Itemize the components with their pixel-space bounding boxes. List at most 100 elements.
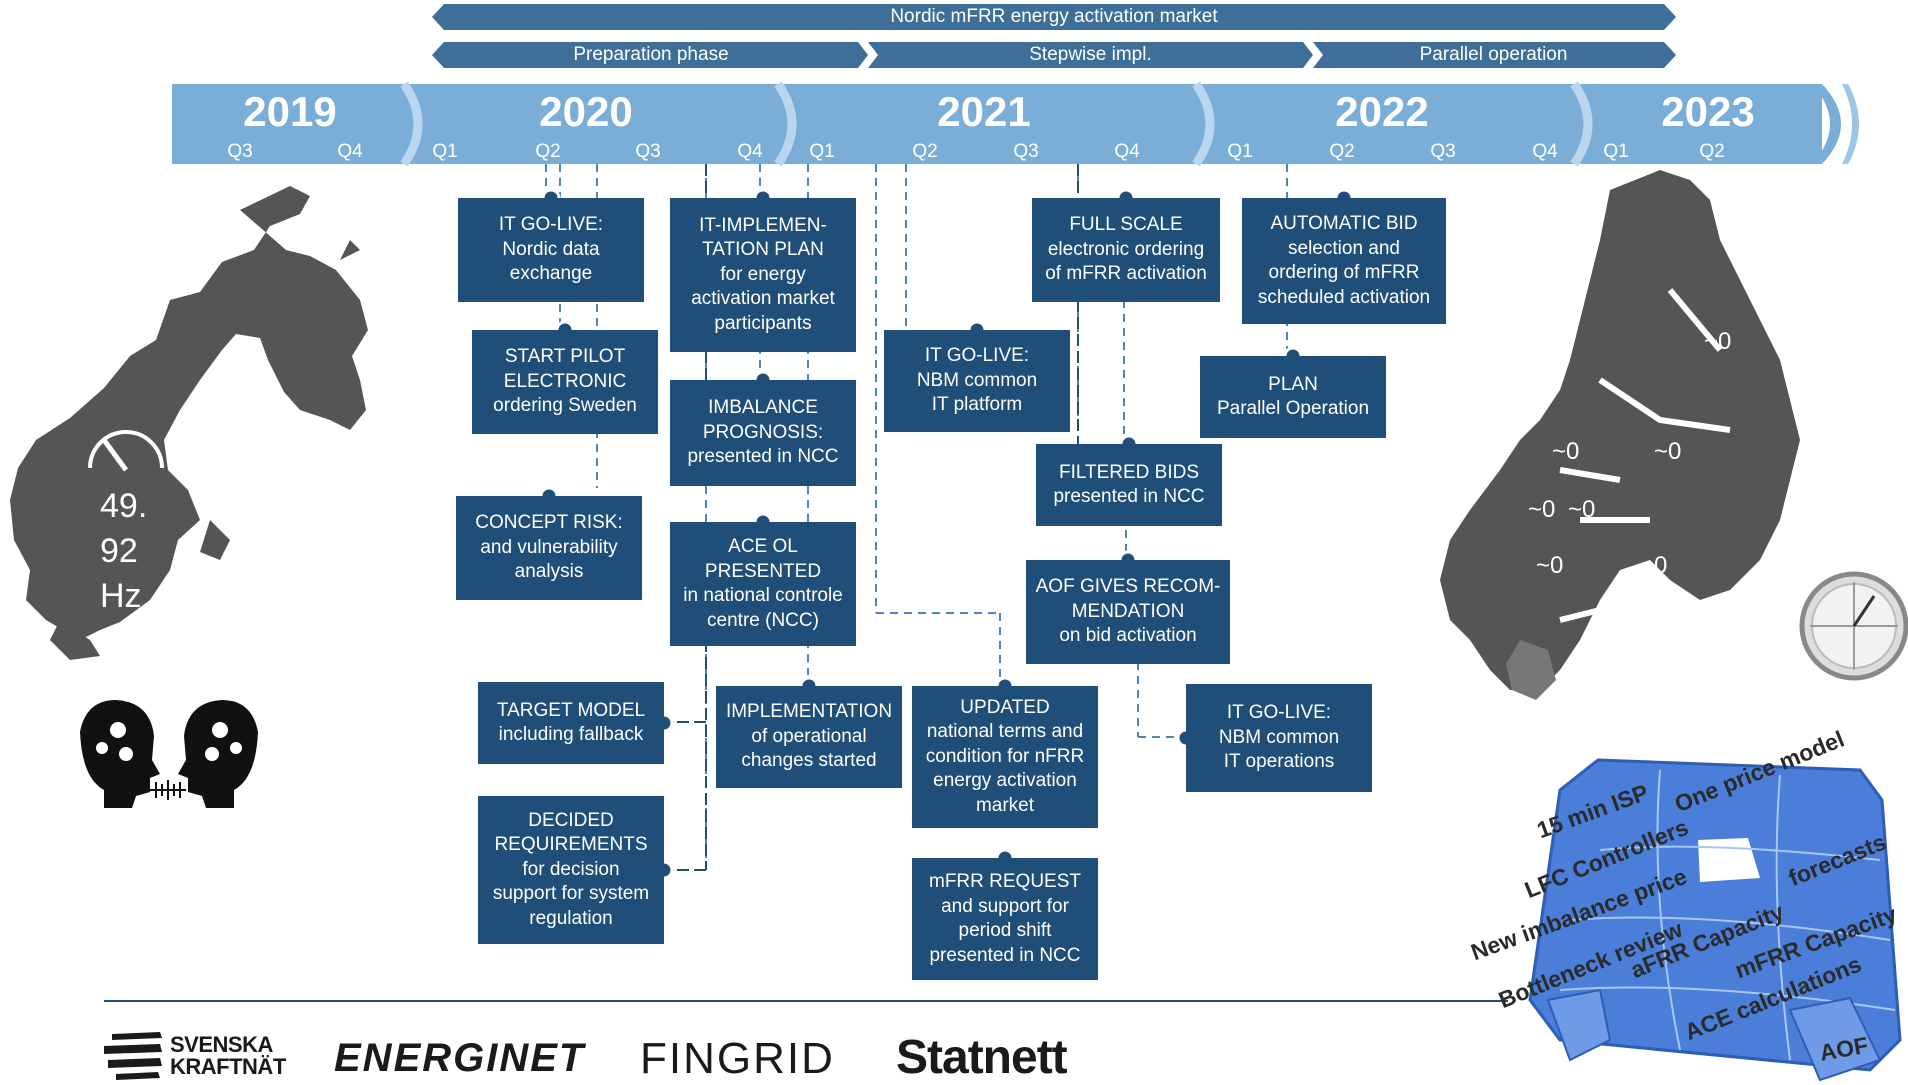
quarter-label: Q4	[737, 141, 763, 162]
phase-parallel	[1313, 42, 1676, 68]
puzzle-graphic	[1528, 758, 1902, 1082]
milestone-text-line: IT-IMPLEMEN-	[699, 214, 827, 236]
quarter-label: Q4	[337, 141, 363, 162]
milestone-text-line: IT GO-LIVE:	[498, 214, 604, 236]
milestone-text-line: ACE OL	[728, 536, 798, 557]
milestone-text-line: IT platform	[931, 394, 1023, 416]
milestone-text-line: ordering Sweden	[493, 395, 637, 417]
milestone-text-line: NBM common	[916, 369, 1038, 391]
zone-value-label: ~0	[1552, 438, 1580, 465]
milestone-text-line: electronic ordering	[1047, 238, 1205, 260]
frequency-line-1: 49.	[100, 487, 148, 525]
quarter-label: Q2	[535, 141, 561, 162]
milestone-text-line: presented in NCC	[1053, 486, 1205, 507]
milestone-text-line: in national controle	[683, 585, 843, 606]
milestone-text-line: and vulnerability	[480, 536, 618, 558]
market-banner-label: Nordic mFRR energy activation market	[890, 6, 1218, 27]
milestone-text-line: of operational	[751, 725, 867, 747]
milestone-text-line: DECIDED	[528, 809, 614, 831]
right-scandinavia-map	[1440, 170, 1800, 700]
milestone-text-line: activation market	[691, 288, 835, 310]
quarter-label: Q2	[912, 141, 938, 162]
zone-value-label: ~0	[1654, 438, 1682, 465]
milestone-text-line: PROGNOSIS:	[702, 421, 824, 443]
phase-label-preparation: Preparation phase	[573, 44, 729, 65]
quarter-label: Q4	[1532, 141, 1558, 162]
milestone-text-line: participants	[714, 312, 812, 334]
quarter-label: Q3	[1430, 141, 1456, 162]
milestone-text-line: regulation	[529, 907, 613, 929]
milestone-text-line: and support for	[941, 895, 1069, 917]
frequency-line-3: Hz	[100, 577, 142, 615]
clock-icon	[1799, 571, 1908, 681]
milestone-text-line: IMPLEMENTATION	[725, 701, 893, 723]
milestone-text-line: IT operations	[1223, 751, 1335, 773]
left-scandinavia-map	[10, 186, 368, 660]
milestone-box: PLAN Parallel Operation	[1200, 356, 1386, 438]
market-banner	[432, 4, 1676, 30]
zone-value-label: ~0	[1640, 552, 1668, 579]
milestone-text-line: analysis	[514, 561, 584, 583]
milestone-box: CONCEPT RISK:and vulnerability analysis	[456, 496, 642, 600]
milestone-text-line: for decision	[522, 858, 620, 880]
milestone-box: TARGET MODEL including fallback	[478, 682, 664, 764]
milestone-box: mFRR REQUEST and support for period shift p…	[912, 858, 1098, 980]
quarter-label: Q2	[1329, 141, 1355, 162]
milestone-text-line: ELECTRONIC	[503, 370, 627, 392]
milestone-text-line: on bid activation	[1059, 625, 1197, 647]
quarter-label: Q1	[809, 141, 835, 162]
milestone-text-line: FILTERED BIDS	[1058, 461, 1200, 483]
milestone-text-line: PLAN	[1268, 373, 1318, 395]
year-label: 2022	[1335, 88, 1429, 135]
milestone-text-line: FULL SCALE	[1069, 214, 1183, 236]
milestone-text-line: for energy	[720, 263, 806, 285]
milestone-text-line: UPDATED	[960, 696, 1050, 718]
year-label: 2019	[243, 88, 337, 135]
zone-value-label: ~0	[1824, 432, 1852, 459]
phase-label-stepwise: Stepwise impl.	[1029, 44, 1152, 65]
milestone-text-line: START PILOT	[504, 346, 626, 368]
fingrid-logo: FINGRID	[640, 1034, 835, 1083]
milestone-text-line: AUTOMATIC BID	[1270, 213, 1418, 234]
two-heads-communication-icon	[80, 700, 258, 808]
svk-line-1: SVENSKA	[170, 1032, 273, 1057]
milestone-text-line: AOF GIVES RECOM-	[1035, 576, 1221, 598]
statnett-logo: Statnett	[896, 1031, 1068, 1084]
milestone-text-line: support for system	[492, 883, 650, 905]
zone-value-label: ~0	[1536, 552, 1564, 579]
milestone-text-line: IT GO-LIVE:	[924, 345, 1030, 367]
year-label: 2020	[539, 88, 633, 135]
milestone-text-line: CONCEPT RISK:	[475, 512, 623, 534]
milestone-text-line: TARGET MODEL	[496, 699, 646, 721]
zone-value-label: ~0	[1528, 496, 1556, 523]
milestone-text-line: mFRR REQUEST	[929, 871, 1081, 892]
milestone-text-line: REQUIREMENTS	[494, 834, 648, 856]
milestone-text-line: of mFRR activation	[1045, 263, 1207, 285]
milestone-text-line: period shift	[958, 920, 1052, 941]
phase-stepwise	[868, 42, 1313, 68]
milestone-text-line: including fallback	[498, 724, 644, 745]
milestone-text-line: national terms and	[926, 721, 1084, 743]
milestone-text-line: Parallel Operation	[1216, 398, 1370, 419]
frequency-readout: 49. 92 Hz	[100, 484, 147, 619]
milestone-text-line: selection and	[1288, 237, 1400, 259]
timeline-band	[172, 84, 1822, 164]
svk-line-2: KRAFTNÄT	[170, 1054, 286, 1079]
milestone-box: IT GO-LIVE:NBM common IT platform	[884, 330, 1070, 432]
milestone-text-line: presented in NCC	[929, 944, 1081, 966]
energinet-logo: ENERGINET	[334, 1036, 586, 1080]
milestone-text-line: exchange	[509, 263, 593, 285]
frequency-line-2: 92	[100, 532, 138, 570]
year-label: 2021	[937, 88, 1031, 135]
milestone-text-line: centre (NCC)	[707, 609, 819, 631]
zone-value-label: ~0	[1738, 222, 1766, 249]
